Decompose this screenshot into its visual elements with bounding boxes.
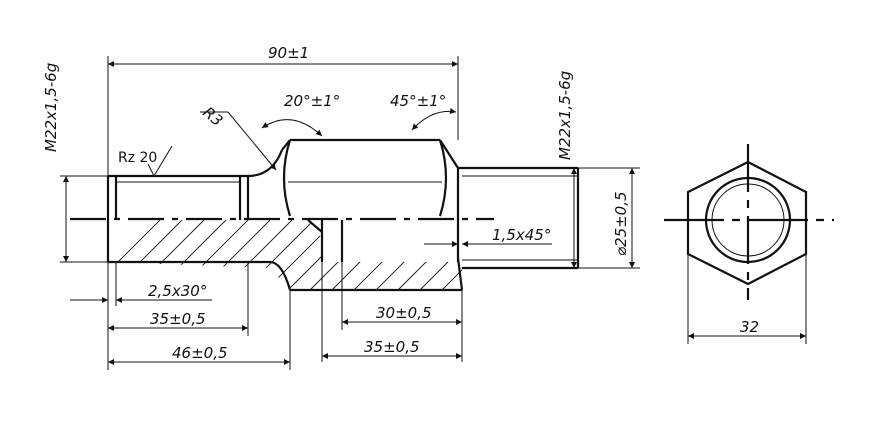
chamfer-right-label: 1,5x45° — [492, 226, 551, 244]
length-35-right-label: 35±0,5 — [364, 338, 420, 356]
length-35-left-label: 35±0,5 — [150, 310, 206, 328]
chamfer-left-label: 2,5x30° — [148, 282, 207, 300]
overall-length-label: 90±1 — [268, 44, 309, 62]
angle-right-label: 45°±1° — [390, 92, 446, 110]
angle-left-label: 20°±1° — [284, 92, 340, 110]
thread-left-label: M22x1,5-6g — [42, 63, 60, 152]
radius-label: R3 — [199, 103, 226, 130]
hex-end-view — [664, 144, 834, 344]
length-30-label: 30±0,5 — [376, 304, 432, 322]
hatch-lines — [108, 220, 462, 290]
length-46-label: 46±0,5 — [172, 344, 228, 362]
dimension-lines — [60, 56, 640, 370]
diameter-label: ⌀25±0,5 — [612, 191, 630, 256]
thread-right-label: M22x1,5-6g — [556, 71, 574, 160]
roughness-label: Rz 20 — [118, 150, 157, 166]
hex-width-label: 32 — [740, 318, 759, 336]
